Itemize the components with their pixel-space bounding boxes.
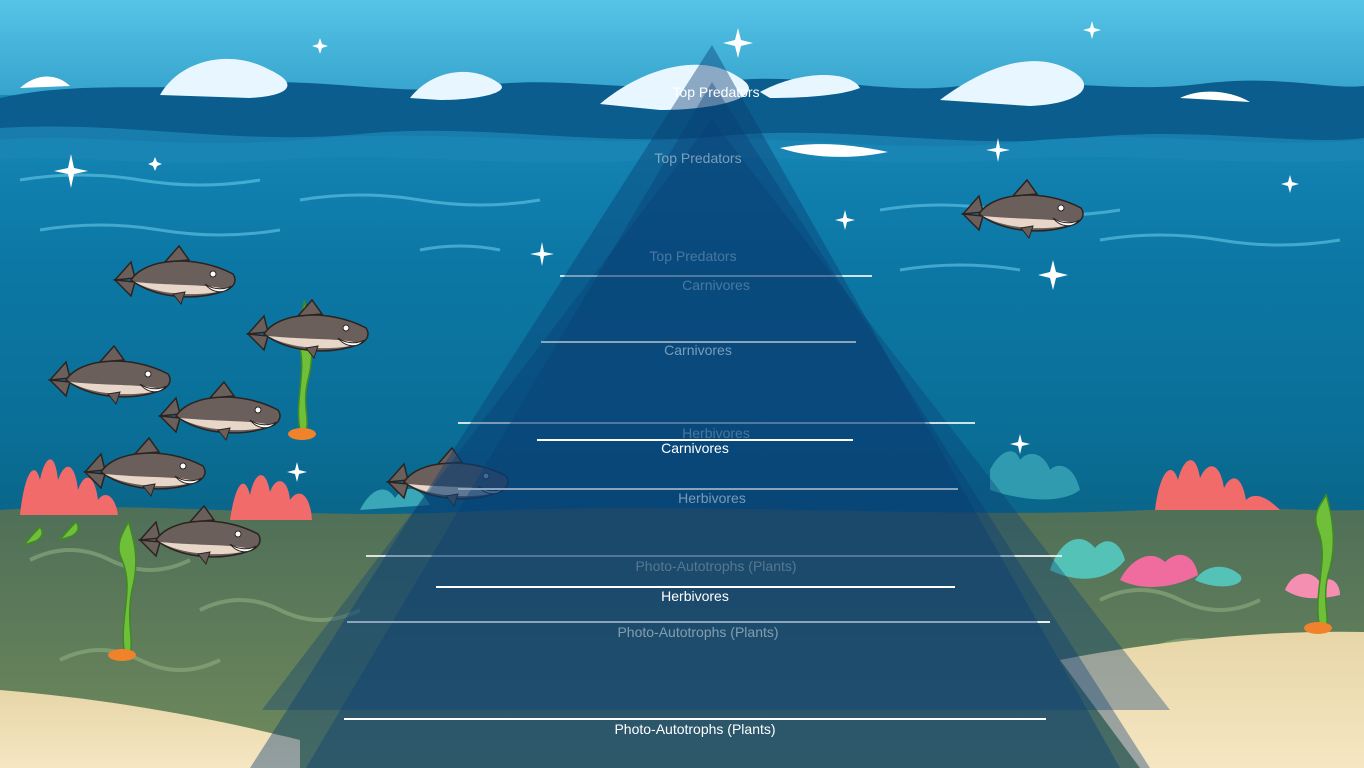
pyramid-front bbox=[250, 45, 1120, 768]
front-layer-label: Carnivores bbox=[661, 440, 729, 456]
pyramid-back bbox=[262, 120, 1170, 710]
middle-layer-label: Top Predators bbox=[654, 150, 742, 166]
seabed-caustics bbox=[29, 548, 1261, 672]
back-layer-label: Carnivores bbox=[682, 277, 750, 293]
wave-icon bbox=[0, 58, 1364, 164]
pyramid-middle bbox=[306, 82, 1150, 768]
coral-icon bbox=[20, 459, 430, 520]
middle-layer-label: Carnivores bbox=[664, 342, 732, 358]
sand bbox=[0, 690, 300, 768]
shark-icon bbox=[47, 344, 171, 406]
shark-icon bbox=[112, 244, 236, 306]
front-layer-label: Top Predators bbox=[672, 84, 760, 100]
shark-icon bbox=[137, 504, 261, 566]
front-layer-label: Herbivores bbox=[661, 588, 729, 604]
shark-icon bbox=[960, 178, 1084, 240]
shark-icon bbox=[82, 436, 206, 498]
sparkle-icon bbox=[54, 21, 1299, 482]
front-layer-label: Photo-Autotrophs (Plants) bbox=[614, 721, 776, 737]
seabed bbox=[0, 507, 1364, 768]
sharks bbox=[47, 178, 1084, 566]
back-layer-label: Herbivores bbox=[682, 425, 750, 441]
back-layer-label: Top Predators bbox=[649, 248, 737, 264]
middle-layer-label: Herbivores bbox=[678, 490, 746, 506]
shark-icon bbox=[245, 298, 369, 360]
middle-layer-label: Photo-Autotrophs (Plants) bbox=[617, 624, 779, 640]
water bbox=[0, 95, 1364, 575]
back-layer-label: Photo-Autotrophs (Plants) bbox=[635, 558, 797, 574]
kelp-base bbox=[108, 428, 1332, 661]
shark-icon bbox=[157, 380, 281, 442]
sand-right bbox=[1060, 631, 1364, 768]
